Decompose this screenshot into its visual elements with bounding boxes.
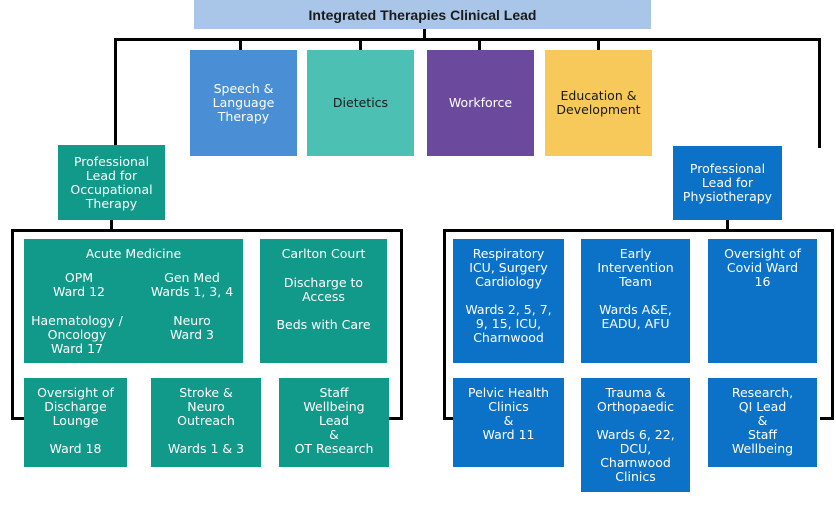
ot-bracket-top: [11, 229, 402, 232]
staff-wellbeing-ot-research-label: Staff Wellbeing Lead & OT Research: [294, 385, 374, 456]
trauma-orthopaedic-wards: Wards 6, 22, DCU, Charnwood Clinics: [596, 427, 675, 484]
carlton-beds-with-care: Beds with Care: [276, 317, 371, 332]
covid-ward-oversight: Oversight of Covid Ward 16: [724, 246, 801, 289]
research-qi-wellbeing-label: Research, QI Lead & Staff Wellbeing: [731, 385, 794, 456]
staff-wellbeing-ot-research-box: Staff Wellbeing Lead & OT Research: [279, 378, 389, 467]
ot-professional-lead-box: Professional Lead for Occupational Thera…: [58, 145, 165, 220]
research-qi-wellbeing-box: Research, QI Lead & Staff Wellbeing: [708, 378, 817, 467]
connector-left-vertical: [114, 38, 117, 148]
ot-bracket-bottom-right: [389, 417, 403, 420]
connector-dietetics-down: [359, 38, 362, 52]
education-development-label: Education & Development: [556, 88, 641, 117]
carlton-court-heading: Carlton Court: [281, 246, 366, 261]
discharge-lounge-oversight: Oversight of Discharge Lounge: [37, 385, 114, 428]
carlton-discharge-to-access: Discharge to Access: [283, 275, 364, 304]
pelvic-health-box: Pelvic Health Clinics & Ward 11: [453, 378, 564, 467]
connector-top-horizontal: [114, 38, 820, 41]
education-development-box: Education & Development: [545, 50, 652, 156]
respiratory-label: Respiratory ICU, Surgery Cardiology: [469, 246, 548, 289]
acute-neuro-ward: Neuro Ward 3: [169, 313, 214, 342]
physio-bracket-left: [443, 229, 446, 419]
dietetics-label: Dietetics: [332, 95, 389, 110]
carlton-court-box: Carlton Court Discharge to Access Beds w…: [260, 239, 387, 363]
physio-professional-lead-box: Professional Lead for Physiotherapy: [673, 146, 782, 220]
physio-lead-down: [726, 220, 729, 230]
trauma-orthopaedic-label: Trauma & Orthopaedic: [596, 385, 674, 414]
early-intervention-team-label: Early Intervention Team: [597, 246, 674, 289]
ot-professional-lead-label: Professional Lead for Occupational Thera…: [70, 153, 153, 211]
speech-language-therapy-label: Speech & Language Therapy: [212, 81, 275, 124]
pelvic-health-label: Pelvic Health Clinics & Ward 11: [467, 385, 550, 442]
physio-bracket-top: [443, 229, 833, 232]
connector-right-vertical: [818, 38, 821, 148]
early-intervention-team-box: Early Intervention Team Wards A&E, EADU,…: [581, 239, 690, 363]
acute-haematology-oncology: Haematology / Oncology Ward 17: [31, 313, 123, 356]
covid-ward-box: Oversight of Covid Ward 16: [708, 239, 817, 363]
stroke-neuro-wards: Wards 1 & 3: [167, 441, 245, 456]
discharge-lounge-box: Oversight of Discharge Lounge Ward 18: [24, 378, 127, 467]
connector-workforce-down: [478, 38, 481, 52]
workforce-box: Workforce: [427, 50, 534, 156]
acute-medicine-box: Acute Medicine OPM Ward 12 Gen Med Wards…: [24, 239, 243, 363]
acute-medicine-heading: Acute Medicine: [85, 246, 182, 261]
ot-bracket-right: [400, 229, 403, 419]
ot-bracket-bottom-left: [11, 417, 25, 420]
physio-bracket-bottom-right: [820, 417, 834, 420]
physio-bracket-bottom-left: [443, 417, 455, 420]
stroke-neuro-outreach-box: Stroke & Neuro Outreach Wards 1 & 3: [151, 378, 261, 467]
early-intervention-wards: Wards A&E, EADU, AFU: [599, 302, 672, 331]
ot-bracket-left: [11, 229, 14, 419]
connector-title-down: [423, 29, 426, 39]
respiratory-wards: Wards 2, 5, 7, 9, 15, ICU, Charnwood: [465, 302, 552, 345]
discharge-lounge-ward: Ward 18: [49, 441, 102, 456]
acute-gen-med-wards: Gen Med Wards 1, 3, 4: [150, 270, 234, 299]
ot-lead-down: [110, 220, 113, 230]
stroke-neuro-outreach-label: Stroke & Neuro Outreach: [177, 385, 235, 428]
connector-speech-down: [239, 38, 242, 52]
dietetics-box: Dietetics: [307, 50, 414, 156]
connector-education-down: [597, 38, 600, 52]
physio-professional-lead-label: Professional Lead for Physiotherapy: [682, 161, 773, 204]
speech-language-therapy-box: Speech & Language Therapy: [190, 50, 297, 156]
respiratory-box: Respiratory ICU, Surgery Cardiology Ward…: [453, 239, 564, 363]
acute-opm-ward: OPM Ward 12: [53, 270, 105, 299]
trauma-orthopaedic-box: Trauma & Orthopaedic Wards 6, 22, DCU, C…: [581, 378, 690, 492]
workforce-label: Workforce: [448, 95, 513, 110]
clinical-lead-title: Integrated Therapies Clinical Lead: [194, 0, 651, 29]
physio-bracket-right: [831, 229, 834, 419]
